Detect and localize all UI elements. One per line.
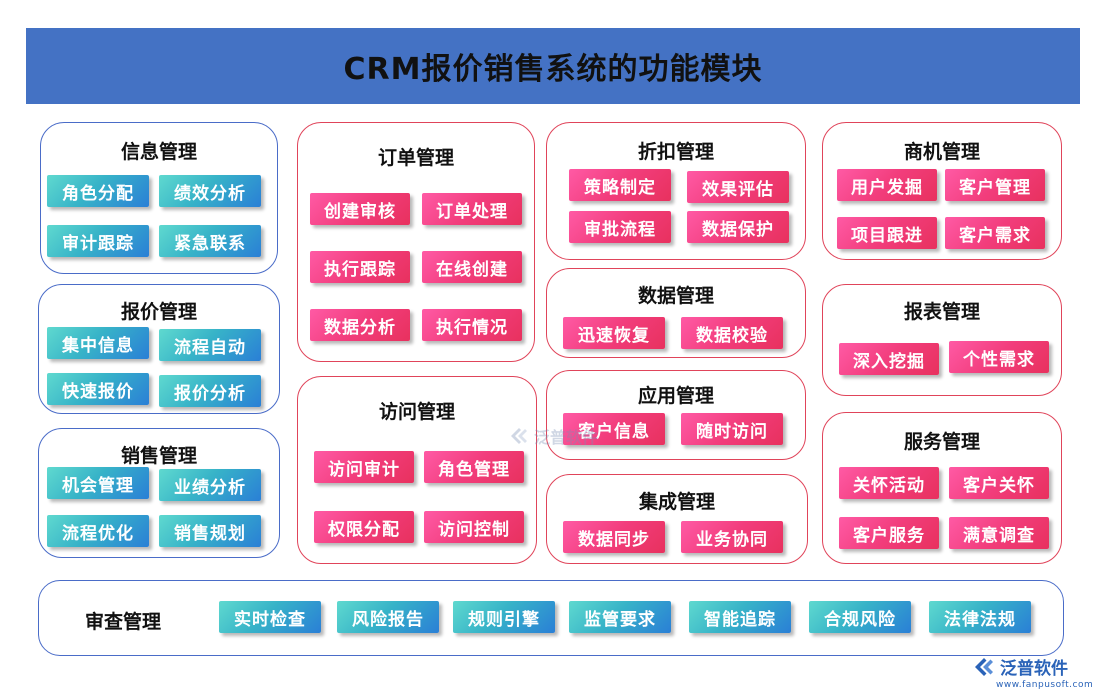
module-item[interactable]: 关怀活动: [839, 467, 939, 499]
module-item[interactable]: 业务协同: [681, 521, 783, 553]
module-item[interactable]: 数据校验: [681, 317, 783, 349]
module-item[interactable]: 监管要求: [569, 601, 671, 633]
module-item[interactable]: 客户信息: [563, 413, 665, 445]
group-title: 服务管理: [903, 431, 980, 453]
module-item[interactable]: 执行跟踪: [310, 251, 410, 283]
group-title: 信息管理: [120, 141, 197, 163]
module-item[interactable]: 客户关怀: [949, 467, 1049, 499]
module-item[interactable]: 用户发掘: [837, 169, 937, 201]
group-title: 报价管理: [120, 301, 197, 323]
module-item[interactable]: 创建审核: [310, 193, 410, 225]
group-report: 报表管理 深入挖掘 个性需求: [822, 284, 1062, 396]
group-title: 审查管理: [85, 611, 162, 633]
module-item[interactable]: 绩效分析: [159, 175, 261, 207]
module-item[interactable]: 智能追踪: [689, 601, 791, 633]
module-item[interactable]: 客户需求: [945, 217, 1045, 249]
module-item[interactable]: 角色分配: [47, 175, 149, 207]
watermark: 泛普软件: [508, 424, 598, 448]
module-item[interactable]: 权限分配: [314, 511, 414, 543]
group-service: 服务管理 关怀活动 客户关怀 客户服务 满意调查: [822, 412, 1062, 564]
module-item[interactable]: 客户管理: [945, 169, 1045, 201]
module-item[interactable]: 随时访问: [681, 413, 783, 445]
group-info: 信息管理 角色分配 绩效分析 审计跟踪 紧急联系: [40, 122, 278, 274]
module-item[interactable]: 报价分析: [159, 375, 261, 407]
group-sales: 销售管理 机会管理 业绩分析 流程优化 销售规划: [38, 428, 280, 558]
group-discount: 折扣管理 策略制定 效果评估 审批流程 数据保护: [546, 122, 806, 260]
module-item[interactable]: 在线创建: [422, 251, 522, 283]
group-quote: 报价管理 集中信息 流程自动 快速报价 报价分析: [38, 284, 280, 414]
module-item[interactable]: 集中信息: [47, 327, 149, 359]
module-item[interactable]: 业绩分析: [159, 469, 261, 501]
module-item[interactable]: 实时检查: [219, 601, 321, 633]
group-title: 商机管理: [903, 141, 980, 163]
module-item[interactable]: 访问控制: [424, 511, 524, 543]
group-title: 应用管理: [637, 385, 714, 407]
module-item[interactable]: 销售规划: [159, 515, 261, 547]
group-opportunity: 商机管理 用户发掘 客户管理 项目跟进 客户需求: [822, 122, 1062, 260]
module-item[interactable]: 数据同步: [563, 521, 665, 553]
fanpu-logo-icon: [511, 428, 527, 444]
page-title: CRM报价销售系统的功能模块: [343, 52, 763, 87]
group-title: 折扣管理: [637, 141, 714, 163]
module-item[interactable]: 审计跟踪: [47, 225, 149, 257]
group-title: 销售管理: [120, 445, 197, 467]
module-item[interactable]: 访问审计: [314, 451, 414, 483]
module-item[interactable]: 满意调查: [949, 517, 1049, 549]
module-item[interactable]: 数据分析: [310, 309, 410, 341]
module-item[interactable]: 个性需求: [949, 341, 1049, 373]
module-item[interactable]: 执行情况: [422, 309, 522, 341]
brand-logo: 泛普软件: [972, 654, 1068, 679]
module-item[interactable]: 机会管理: [47, 467, 149, 499]
module-item[interactable]: 客户服务: [839, 517, 939, 549]
module-item[interactable]: 角色管理: [424, 451, 524, 483]
module-item[interactable]: 法律法规: [929, 601, 1031, 633]
group-data: 数据管理 迅速恢复 数据校验: [546, 268, 806, 358]
module-item[interactable]: 策略制定: [569, 169, 671, 201]
module-item[interactable]: 流程自动: [159, 329, 261, 361]
group-order: 订单管理 创建审核 订单处理 执行跟踪 在线创建 数据分析 执行情况: [297, 122, 535, 362]
module-item[interactable]: 快速报价: [47, 373, 149, 405]
module-item[interactable]: 订单处理: [422, 193, 522, 225]
group-title: 数据管理: [637, 285, 714, 307]
group-title: 报表管理: [903, 301, 980, 323]
module-item[interactable]: 流程优化: [47, 515, 149, 547]
title-banner: CRM报价销售系统的功能模块: [26, 28, 1080, 104]
module-item[interactable]: 数据保护: [687, 211, 789, 243]
module-item[interactable]: 项目跟进: [837, 217, 937, 249]
module-item[interactable]: 审批流程: [569, 211, 671, 243]
brand-name: 泛普软件: [1000, 659, 1068, 679]
group-app: 应用管理 客户信息 随时访问: [546, 370, 806, 460]
module-item[interactable]: 规则引擎: [453, 601, 555, 633]
module-item[interactable]: 深入挖掘: [839, 343, 939, 375]
fanpu-logo-icon: [975, 657, 993, 676]
group-audit: 审查管理 实时检查 风险报告 规则引擎 监管要求 智能追踪 合规风险 法律法规: [38, 580, 1064, 656]
module-item[interactable]: 紧急联系: [159, 225, 261, 257]
module-item[interactable]: 风险报告: [337, 601, 439, 633]
watermark-text: 泛普软件: [534, 428, 599, 447]
group-title: 订单管理: [377, 147, 454, 169]
brand-url: www.fanpusoft.com: [996, 680, 1094, 690]
group-integration: 集成管理 数据同步 业务协同: [546, 474, 808, 564]
module-item[interactable]: 合规风险: [809, 601, 911, 633]
group-title: 集成管理: [638, 491, 715, 513]
group-title: 访问管理: [378, 401, 455, 423]
module-item[interactable]: 效果评估: [687, 171, 789, 203]
module-item[interactable]: 迅速恢复: [563, 317, 665, 349]
group-visit: 访问管理 访问审计 角色管理 权限分配 访问控制: [297, 376, 537, 564]
